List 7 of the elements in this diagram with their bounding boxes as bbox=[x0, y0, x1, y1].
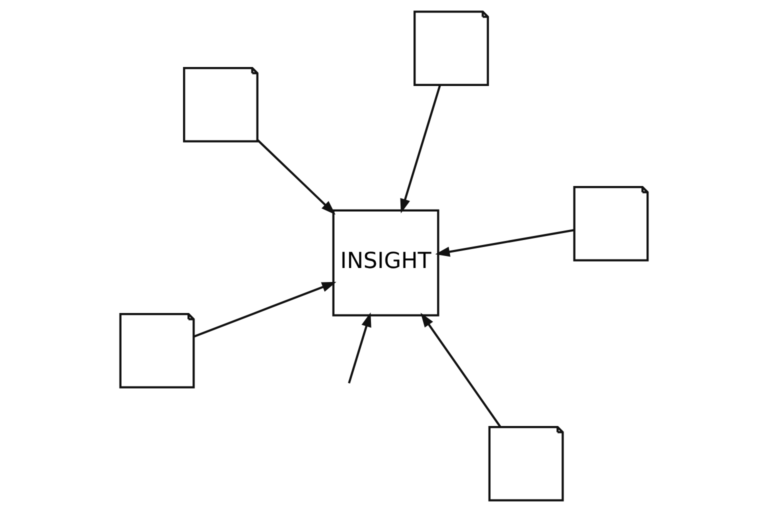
arrow bbox=[193, 282, 336, 338]
arrow bbox=[435, 229, 574, 257]
arrow bbox=[257, 139, 336, 215]
arrow bbox=[420, 312, 502, 428]
node-box: INSIGHT bbox=[332, 209, 440, 316]
arrow bbox=[400, 84, 442, 214]
arrow bbox=[348, 312, 372, 384]
